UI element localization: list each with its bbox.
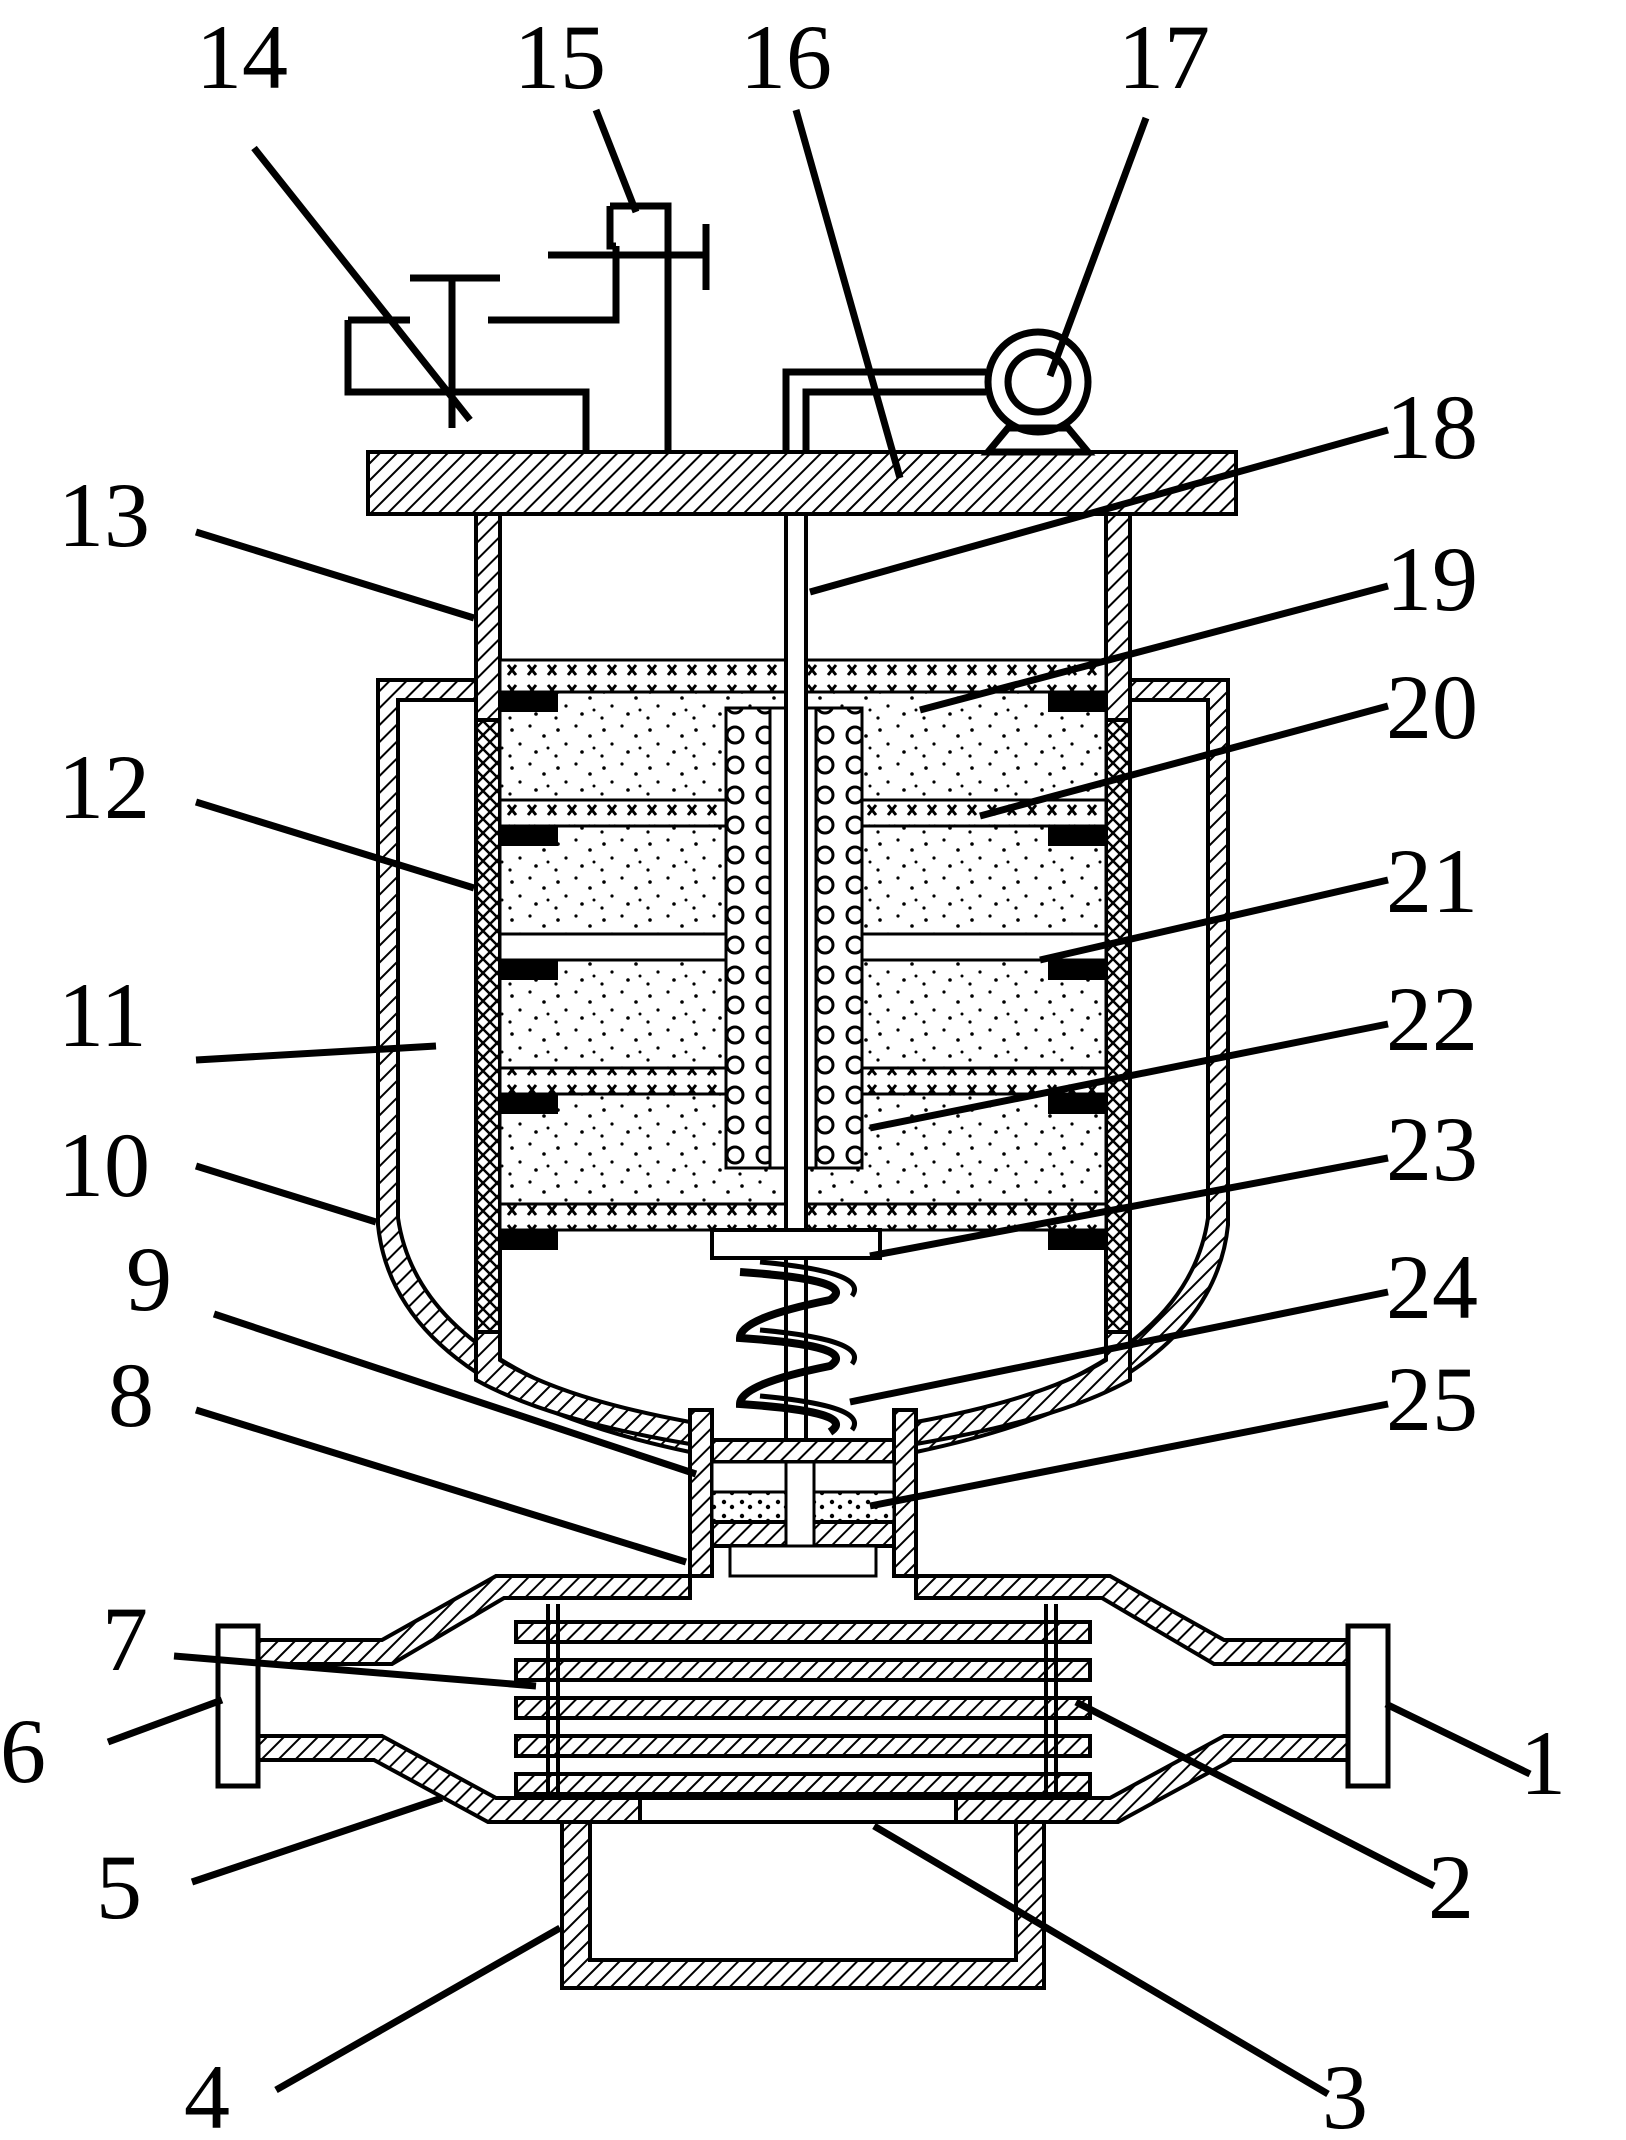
label-25: 25	[1386, 1348, 1478, 1450]
label-17: 17	[1118, 6, 1210, 108]
collection-box-4	[560, 1820, 1046, 1990]
label-15: 15	[514, 6, 606, 108]
label-16: 16	[740, 6, 832, 108]
label-20: 20	[1386, 656, 1478, 758]
discharge-neck-8	[688, 1408, 918, 1578]
label-18: 18	[1386, 376, 1478, 478]
coupling-23	[710, 1228, 882, 1260]
label-19: 19	[1386, 528, 1478, 630]
label-22: 22	[1386, 968, 1478, 1070]
left-flange-6	[215, 1623, 261, 1789]
inlet-valve-14	[344, 246, 620, 452]
label-23: 23	[1386, 1098, 1478, 1200]
motor-17	[782, 328, 1096, 456]
label-2: 2	[1428, 1836, 1474, 1938]
reference-numerals: 1 2 3 4 5 6 7 8 9 10 11 12 13 14 15 16 1…	[0, 6, 1566, 2140]
label-14: 14	[196, 6, 288, 108]
leader-lines	[106, 108, 1532, 2098]
vent-valve-15	[548, 202, 710, 452]
label-4: 4	[184, 2046, 230, 2140]
label-21: 21	[1386, 830, 1478, 932]
heating-layer-12	[474, 718, 502, 1334]
right-flange-1	[1345, 1623, 1391, 1789]
label-7: 7	[102, 1588, 148, 1690]
label-13: 13	[58, 464, 150, 566]
heat-plates-7	[514, 1604, 1092, 1798]
porous-column-22	[724, 706, 772, 1170]
label-5: 5	[96, 1836, 142, 1938]
label-1: 1	[1520, 1712, 1566, 1814]
label-10: 10	[58, 1114, 150, 1216]
label-3: 3	[1322, 2046, 1368, 2140]
label-11: 11	[58, 964, 147, 1066]
support-blocks-21	[500, 692, 1106, 1250]
auger-24	[735, 1259, 857, 1436]
lower-housing-5	[256, 1574, 1350, 1824]
top-lid	[366, 450, 1238, 516]
label-12: 12	[58, 736, 150, 838]
label-8: 8	[108, 1344, 154, 1446]
label-24: 24	[1386, 1236, 1478, 1338]
label-9: 9	[126, 1228, 172, 1330]
inner-vessel-13	[474, 512, 1132, 1447]
label-6: 6	[0, 1700, 46, 1802]
